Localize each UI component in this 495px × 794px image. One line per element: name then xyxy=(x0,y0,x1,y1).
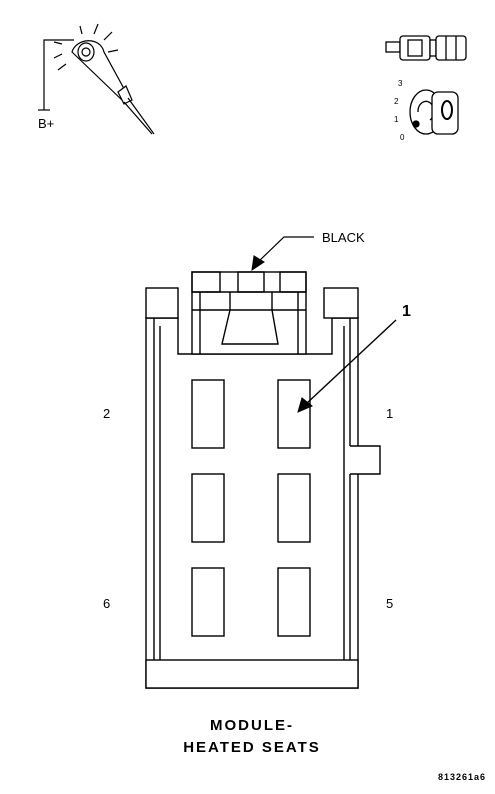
cavity-5 xyxy=(277,567,311,637)
test-light-icon xyxy=(38,23,155,135)
figure-reference: 813261a6 xyxy=(438,772,486,782)
diagram-title-line2: HEATED SEATS xyxy=(183,739,321,756)
connector-color-label: BLACK xyxy=(322,230,365,245)
ignition-position-1: 1 xyxy=(394,115,399,124)
b-plus-label: B+ xyxy=(38,116,54,131)
diagram-title-line1: MODULE- xyxy=(210,717,294,734)
cavity-2 xyxy=(191,379,225,449)
pin-label-1: 1 xyxy=(386,406,393,421)
cavity-1 xyxy=(277,379,311,449)
ignition-key-icon xyxy=(409,89,459,135)
callout-number: 1 xyxy=(402,303,411,320)
connector-face xyxy=(145,271,381,689)
cavity-6 xyxy=(191,567,225,637)
ignition-position-2: 2 xyxy=(394,97,399,106)
color-callout-leader xyxy=(251,236,314,272)
pin-label-5: 5 xyxy=(386,596,393,611)
pin-label-2: 2 xyxy=(103,406,110,421)
ignition-position-3: 3 xyxy=(398,79,403,88)
pin-label-6: 6 xyxy=(103,596,110,611)
connector-icon xyxy=(385,35,467,61)
cavity-3 xyxy=(277,473,311,543)
cavity-4 xyxy=(191,473,225,543)
callout-1-leader xyxy=(297,319,397,413)
ignition-position-0: 0 xyxy=(400,133,405,142)
